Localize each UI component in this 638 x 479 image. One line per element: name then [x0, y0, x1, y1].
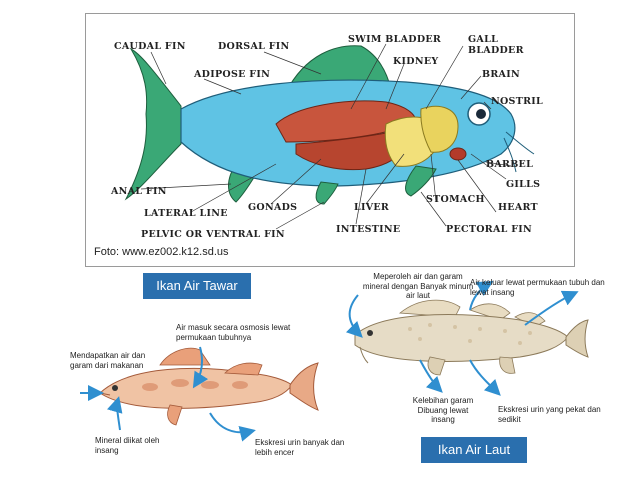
photo-credit: Foto: www.ez002.k12.sd.us: [94, 246, 229, 258]
freshwater-note-urine: Ekskresi urin banyak dan lebih encer: [255, 438, 345, 457]
label-heart: HEART: [498, 202, 538, 213]
label-swim-bladder: SWIM BLADDER: [348, 34, 442, 45]
saltwater-note-intake: Meperoleh air dan garam mineral dengan B…: [362, 272, 474, 301]
freshwater-flow-arrows: [79, 346, 256, 442]
label-stomach: STOMACH: [426, 194, 485, 205]
saltwater-fish: [354, 299, 589, 376]
label-intestine: INTESTINE: [336, 224, 401, 235]
label-adipose-fin: ADIPOSE FIN: [194, 69, 271, 80]
label-nostril: NOSTRIL: [491, 96, 544, 107]
label-lateral-line: LATERAL LINE: [144, 208, 228, 219]
saltwater-note-urine: Ekskresi urin yang pekat dan sedikit: [498, 405, 601, 424]
saltwater-note-out: Air keluar lewat permukaan tubuh dan lew…: [470, 278, 605, 297]
label-gonads: GONADS: [248, 202, 298, 213]
osmoregulation-illustration: [79, 280, 589, 442]
label-bladder: BLADDER: [468, 45, 524, 56]
label-kidney: KIDNEY: [393, 56, 439, 67]
label-pelvic-fin: PELVIC OR VENTRAL FIN: [141, 229, 285, 240]
label-dorsal-fin: DORSAL FIN: [218, 41, 290, 52]
freshwater-note-intake: Mendapatkan air dan garam dari makanan: [70, 351, 146, 370]
saltwater-title-badge: Ikan Air Laut: [421, 437, 527, 463]
label-barbel: BARBEL: [486, 159, 534, 170]
label-caudal-fin: CAUDAL FIN: [114, 41, 186, 52]
label-anal-fin: ANAL FIN: [111, 186, 167, 197]
label-brain: BRAIN: [482, 69, 520, 80]
label-gall: GALL: [468, 34, 499, 45]
freshwater-note-mineral: Mineral diikat oleh insang: [95, 436, 160, 455]
label-gills: GILLS: [506, 179, 541, 190]
saltwater-note-salt: Kelebihan garam Dibuang lewat insang: [412, 396, 474, 425]
label-liver: LIVER: [354, 202, 390, 213]
freshwater-title-badge: Ikan Air Tawar: [143, 273, 251, 299]
saltwater-flow-arrows: [345, 280, 579, 396]
label-pectoral-fin: PECTORAL FIN: [446, 224, 533, 235]
fish-anatomy-diagram: CAUDAL FIN DORSAL FIN SWIM BLADDER GALL …: [85, 13, 575, 267]
freshwater-note-osmosis: Air masuk secara osmosis lewat permukaan…: [176, 323, 291, 342]
fish-anatomy-illustration: [124, 43, 535, 230]
